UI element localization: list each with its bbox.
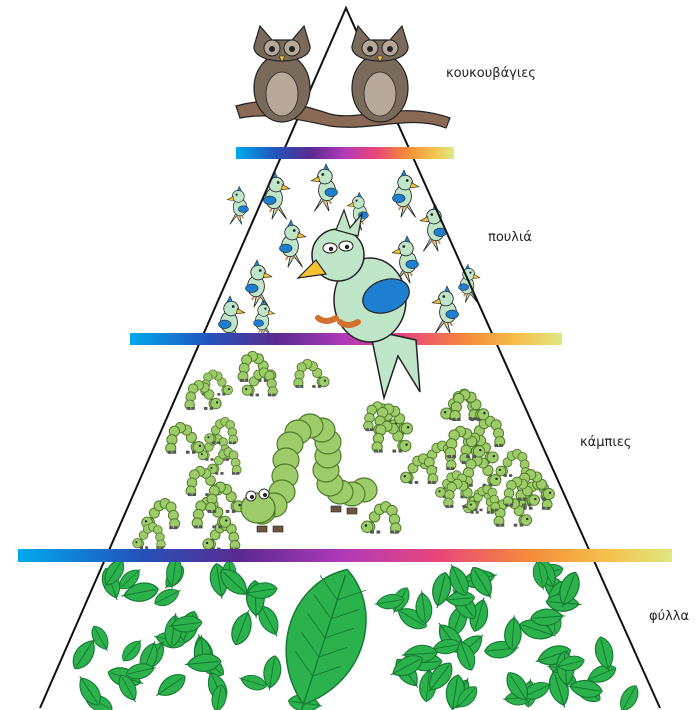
label-caterpillars: κάμπιες — [580, 435, 631, 450]
caterpillar — [401, 454, 438, 484]
label-birds: πουλιά — [488, 230, 532, 245]
bird — [264, 172, 290, 219]
bird — [254, 300, 275, 338]
divider-bar-1 — [236, 147, 454, 159]
big-leaf-shape — [265, 558, 383, 710]
bird — [432, 286, 458, 333]
leaf — [152, 669, 190, 702]
caterpillar — [361, 502, 400, 534]
big-caterpillar — [241, 414, 377, 532]
divider-bar-2 — [130, 333, 562, 345]
label-leaves: φύλλα — [649, 609, 689, 624]
caterpillar — [294, 359, 329, 387]
bird — [227, 186, 248, 224]
bird — [393, 170, 419, 217]
owl — [352, 26, 408, 122]
bird — [420, 204, 446, 251]
owls-layer — [236, 26, 450, 128]
caterpillar — [133, 523, 166, 549]
big-caterpillar-shape — [241, 414, 377, 532]
caterpillar — [166, 423, 205, 454]
caterpillar — [208, 448, 241, 475]
caterpillars-layer — [133, 351, 555, 550]
leaf — [504, 615, 523, 651]
bird — [280, 220, 306, 267]
leaf — [615, 682, 643, 710]
label-owls: κουκουβάγιες — [446, 66, 536, 81]
divider-bar-3 — [18, 549, 672, 562]
bird — [246, 260, 272, 307]
owl — [254, 26, 310, 122]
big-leaf — [265, 558, 383, 710]
bird — [311, 164, 337, 211]
caterpillar — [206, 482, 244, 513]
